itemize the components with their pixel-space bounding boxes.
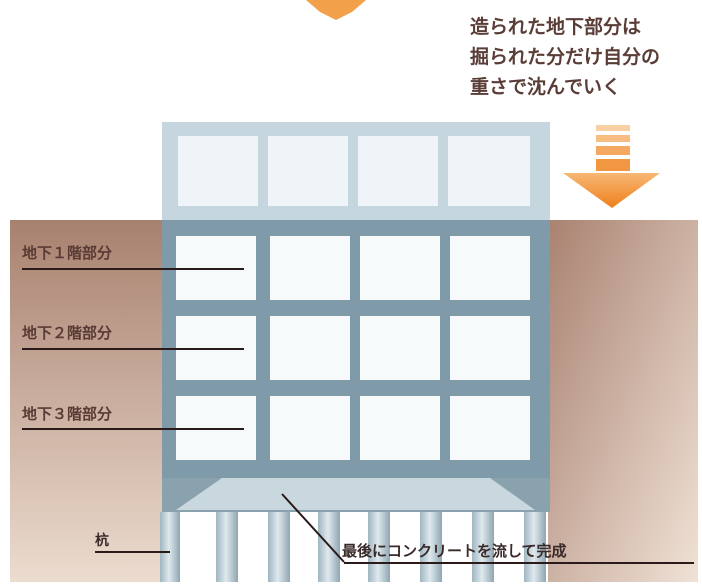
caption-line-1: 造られた地下部分は (470, 16, 642, 38)
sinking-caption: 造られた地下部分は 掘られた分だけ自分の 重さで沈んでいく (470, 12, 698, 102)
floor-label-b3: 地下３階部分 (22, 405, 113, 423)
floor-line-b1 (22, 268, 244, 270)
floor-label-b1: 地下１階部分 (22, 244, 113, 262)
floor-line-b3 (22, 428, 244, 430)
pile-label: 杭 (95, 533, 109, 549)
complete-line (344, 562, 694, 564)
upper-windows (178, 136, 530, 206)
soil-left (10, 220, 165, 582)
top-down-arrow (306, 0, 366, 20)
floor-label-b2: 地下２階部分 (22, 324, 113, 342)
soil-right (548, 220, 698, 582)
foundation-concrete (176, 478, 535, 510)
floor-line-b2 (22, 348, 244, 350)
caption-line-2: 掘られた分だけ自分の (470, 46, 661, 68)
pile-line (95, 551, 170, 553)
complete-label: 最後にコンクリートを流して完成 (342, 542, 567, 560)
sinking-arrow-icon (563, 125, 660, 208)
caption-line-3: 重さで沈んでいく (470, 76, 622, 98)
complete-leader-line (281, 493, 345, 563)
